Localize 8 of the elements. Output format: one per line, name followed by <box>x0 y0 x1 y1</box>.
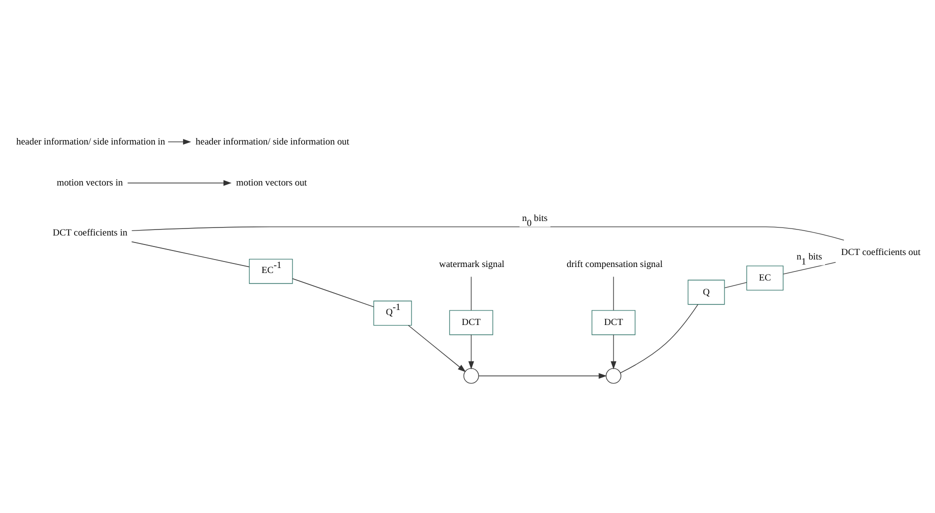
node-text: DCT coefficients in <box>52 228 128 238</box>
node-text: motion vectors in <box>56 178 123 188</box>
node-text: DCT coefficients out <box>841 248 921 258</box>
node-text: watermark signal <box>439 260 504 270</box>
node-text: header information/ side information in <box>16 137 166 148</box>
node-text: drift compensation signal <box>566 260 663 270</box>
node-text: motion vectors out <box>236 178 307 188</box>
node-text: header information/ side information out <box>196 137 350 148</box>
